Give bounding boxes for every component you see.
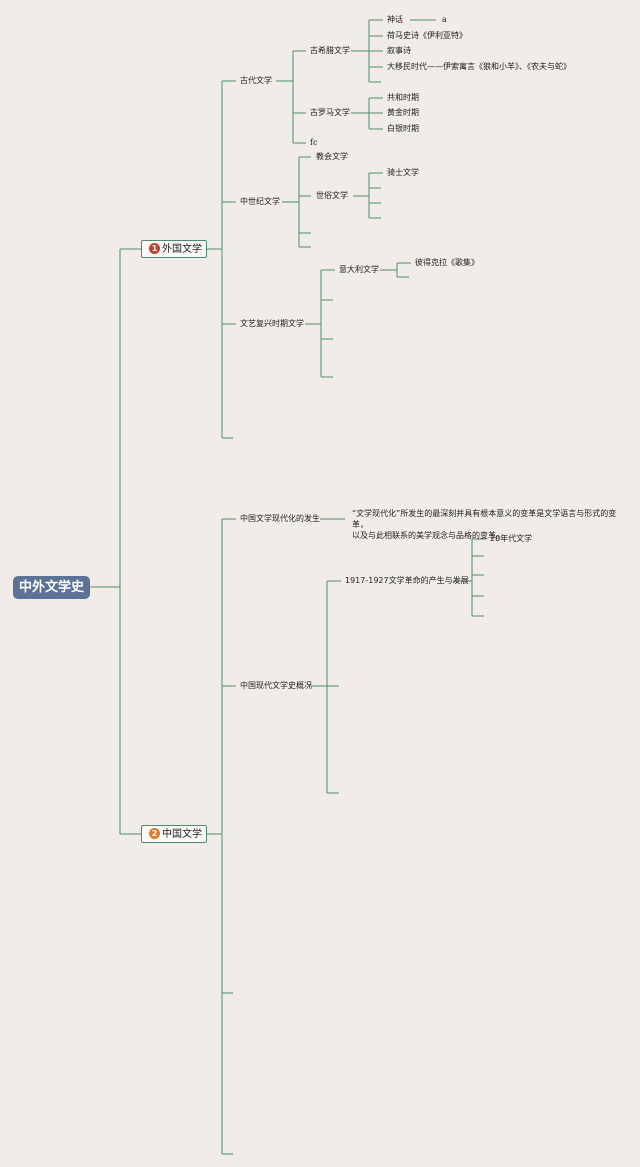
node-narrative-poem[interactable]: 叙事诗 xyxy=(387,46,411,55)
node-petrarch-canzoniere[interactable]: 彼得克拉《歌集》 xyxy=(415,258,479,267)
node-golden-period[interactable]: 黄金时期 xyxy=(387,108,419,117)
node-fc[interactable]: fc xyxy=(310,138,318,147)
node-church-literature[interactable]: 教会文学 xyxy=(316,152,348,161)
node-modern-literature-overview[interactable]: 中国现代文学史概况 xyxy=(240,681,312,690)
modernization-note: “文学现代化”所发生的最深刻并具有根本意义的变革是文学语言与形式的变革， 以及与… xyxy=(352,508,632,541)
node-roman-literature[interactable]: 古罗马文学 xyxy=(310,108,350,117)
node-homer-epic[interactable]: 荷马史诗《伊利亚特》 xyxy=(387,31,467,40)
number-badge: 1 xyxy=(149,243,160,254)
node-secular-literature[interactable]: 世俗文学 xyxy=(316,191,348,200)
node-myth-note[interactable]: a xyxy=(442,15,447,24)
node-medieval-literature[interactable]: 中世纪文学 xyxy=(240,197,280,206)
node-ancient-literature[interactable]: 古代文学 xyxy=(240,76,272,85)
node-italian-literature[interactable]: 意大利文学 xyxy=(339,265,379,274)
note-line: “文学现代化”所发生的最深刻并具有根本意义的变革是文学语言与形式的变革， xyxy=(352,509,617,529)
node-aesop-fables[interactable]: 大移民时代——伊索寓言《狼和小羊》、《农夫与蛇》 xyxy=(387,62,571,71)
node-renaissance-literature[interactable]: 文艺复兴时期文学 xyxy=(240,319,304,328)
node-literary-revolution[interactable]: 1917-1927文学革命的产生与发展 xyxy=(345,576,469,585)
number-badge: 2 xyxy=(149,828,160,839)
node-knight-literature[interactable]: 骑士文学 xyxy=(387,168,419,177)
node-silver-period[interactable]: 白银时期 xyxy=(387,124,419,133)
note-line: 以及与此相联系的美学观念与品格的变革。 xyxy=(352,531,504,540)
branch-label: 中国文学 xyxy=(162,829,202,840)
node-1920s-literature[interactable]: 20年代文学 xyxy=(490,534,533,543)
root-topic[interactable]: 中外文学史 xyxy=(13,576,90,599)
node-myth[interactable]: 神话 xyxy=(387,15,403,24)
branch-label: 外国文学 xyxy=(162,244,202,255)
node-republic-period[interactable]: 共和时期 xyxy=(387,93,419,102)
node-greek-literature[interactable]: 古希腊文学 xyxy=(310,46,350,55)
node-modernization-origin[interactable]: 中国文学现代化的发生 xyxy=(240,514,320,523)
